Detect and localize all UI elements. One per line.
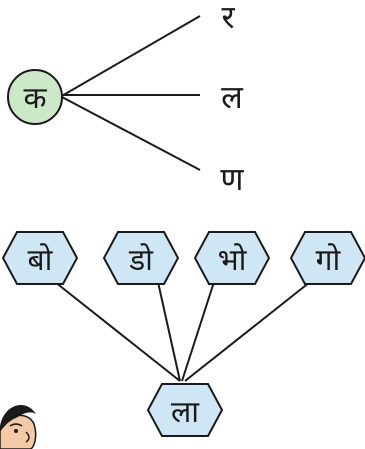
mascot-eye [14, 429, 18, 433]
connector-line-2 [157, 281, 181, 382]
hexagon-node-3: भो [193, 231, 271, 285]
hexagon-node-2: डो [102, 231, 180, 285]
hexagon-shape [289, 231, 365, 285]
hexagon-node-result: ला [146, 383, 224, 437]
leaf-letter-2: ल [221, 78, 244, 116]
center-letter: क [23, 81, 47, 116]
connector-line-3 [181, 281, 215, 382]
branch-line-bottom [59, 95, 201, 171]
child-face-peeking-icon [0, 404, 37, 449]
hexagon-shape [102, 231, 180, 285]
mascot-hair [0, 404, 36, 432]
hexagon-node-1: बो [1, 231, 79, 285]
hexagon-shape [1, 231, 79, 285]
leaf-letter-3: ण [220, 160, 244, 198]
bottom-merge-diagram: बो डो भो गो ला [1, 231, 365, 437]
hexagon-label: बो [28, 243, 54, 278]
connector-line-1 [54, 281, 181, 382]
branch-line-top [59, 15, 201, 98]
hexagon-node-4: गो [289, 231, 365, 285]
hexagon-label: डो [128, 243, 154, 278]
hexagon-shape [193, 231, 271, 285]
mascot-nose [25, 431, 30, 443]
connector-line-4 [184, 281, 311, 382]
mascot-eyebrow [9, 423, 23, 427]
hexagon-label: ला [171, 395, 200, 430]
top-branch-diagram: क र ल ण [7, 0, 244, 198]
hexagon-label: भो [218, 243, 248, 278]
leaf-letter-1: र [221, 0, 235, 36]
hexagon-label: गो [316, 243, 342, 278]
center-letter-circle [7, 69, 63, 125]
hexagon-shape [146, 383, 224, 437]
